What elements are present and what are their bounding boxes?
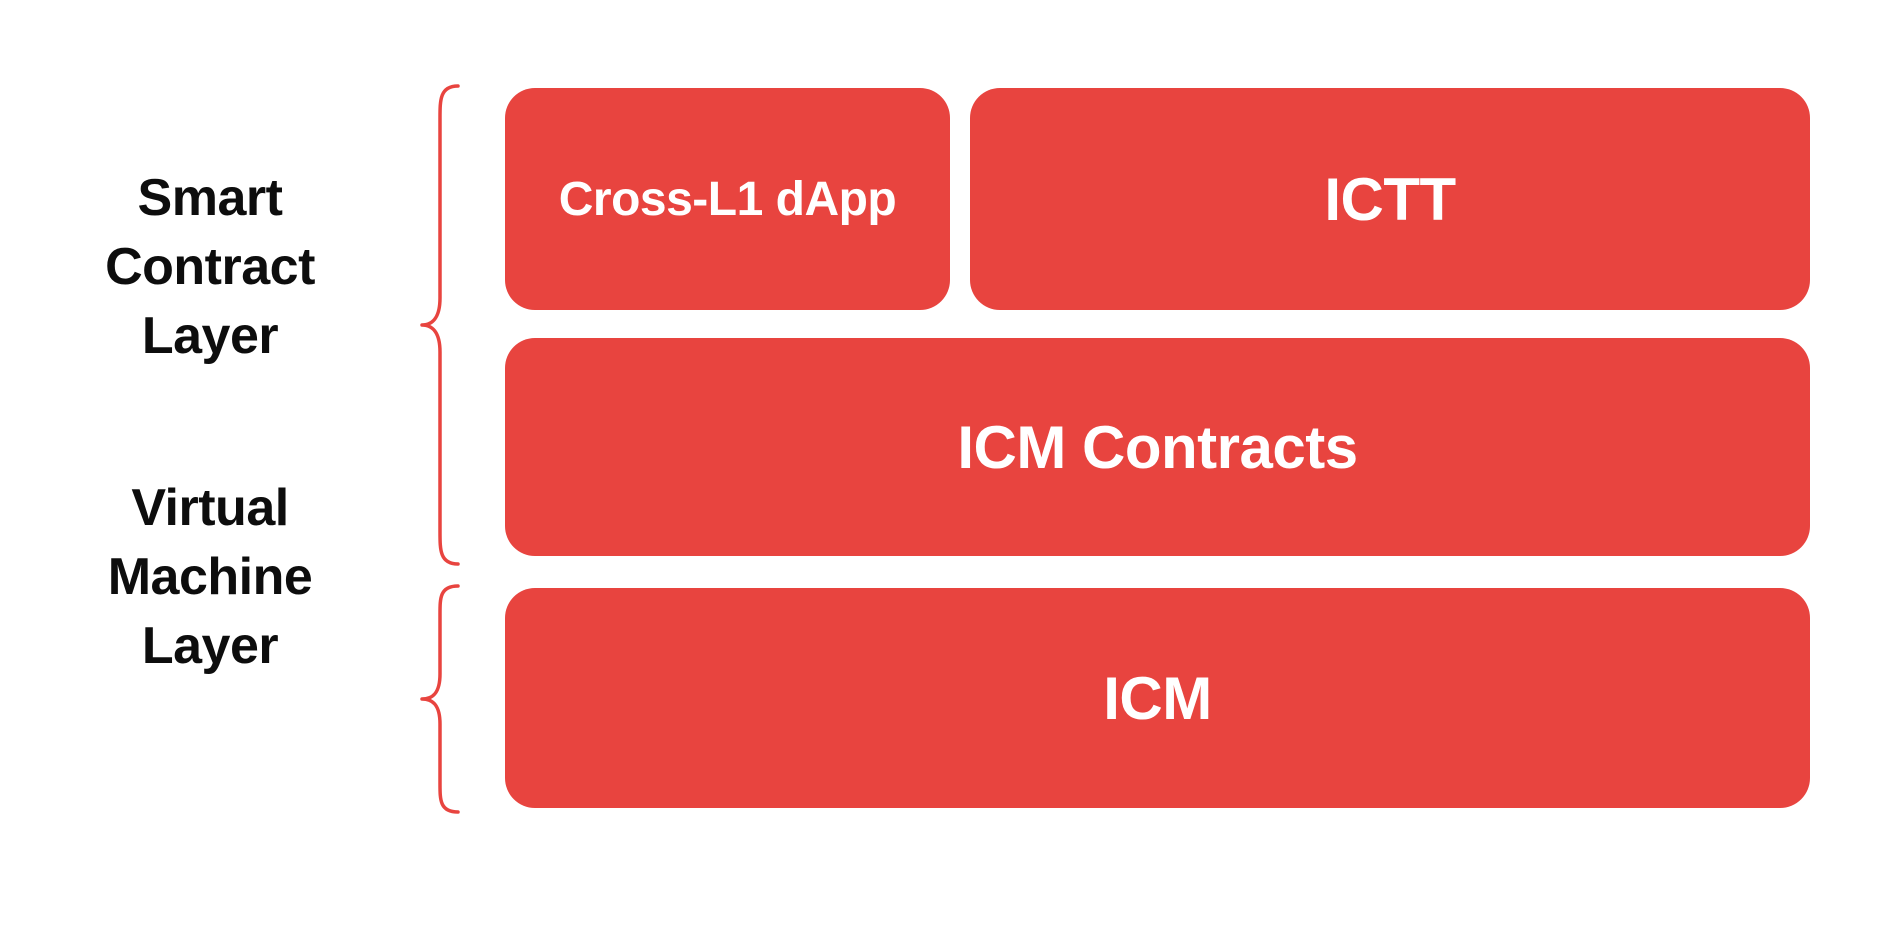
node-label-ictt: ICTT xyxy=(1324,165,1456,233)
layer-label-virtual-machine: Virtual Machine Layer xyxy=(107,479,313,675)
node-box-icm[interactable]: ICM xyxy=(505,588,1810,808)
node-label-icm-contracts: ICM Contracts xyxy=(957,413,1358,481)
curly-brace-icon-smart-contract xyxy=(420,84,460,566)
node-box-ictt[interactable]: ICTT xyxy=(970,88,1810,310)
layer-label-smart-contract: Smart Contract Layer xyxy=(105,169,315,365)
node-label-icm: ICM xyxy=(1103,664,1212,732)
node-box-cross-l1-dapp[interactable]: Cross-L1 dApp xyxy=(505,88,950,310)
node-box-icm-contracts[interactable]: ICM Contracts xyxy=(505,338,1810,556)
curly-brace-icon-virtual-machine xyxy=(420,584,460,814)
node-label-cross-l1-dapp: Cross-L1 dApp xyxy=(558,172,897,226)
